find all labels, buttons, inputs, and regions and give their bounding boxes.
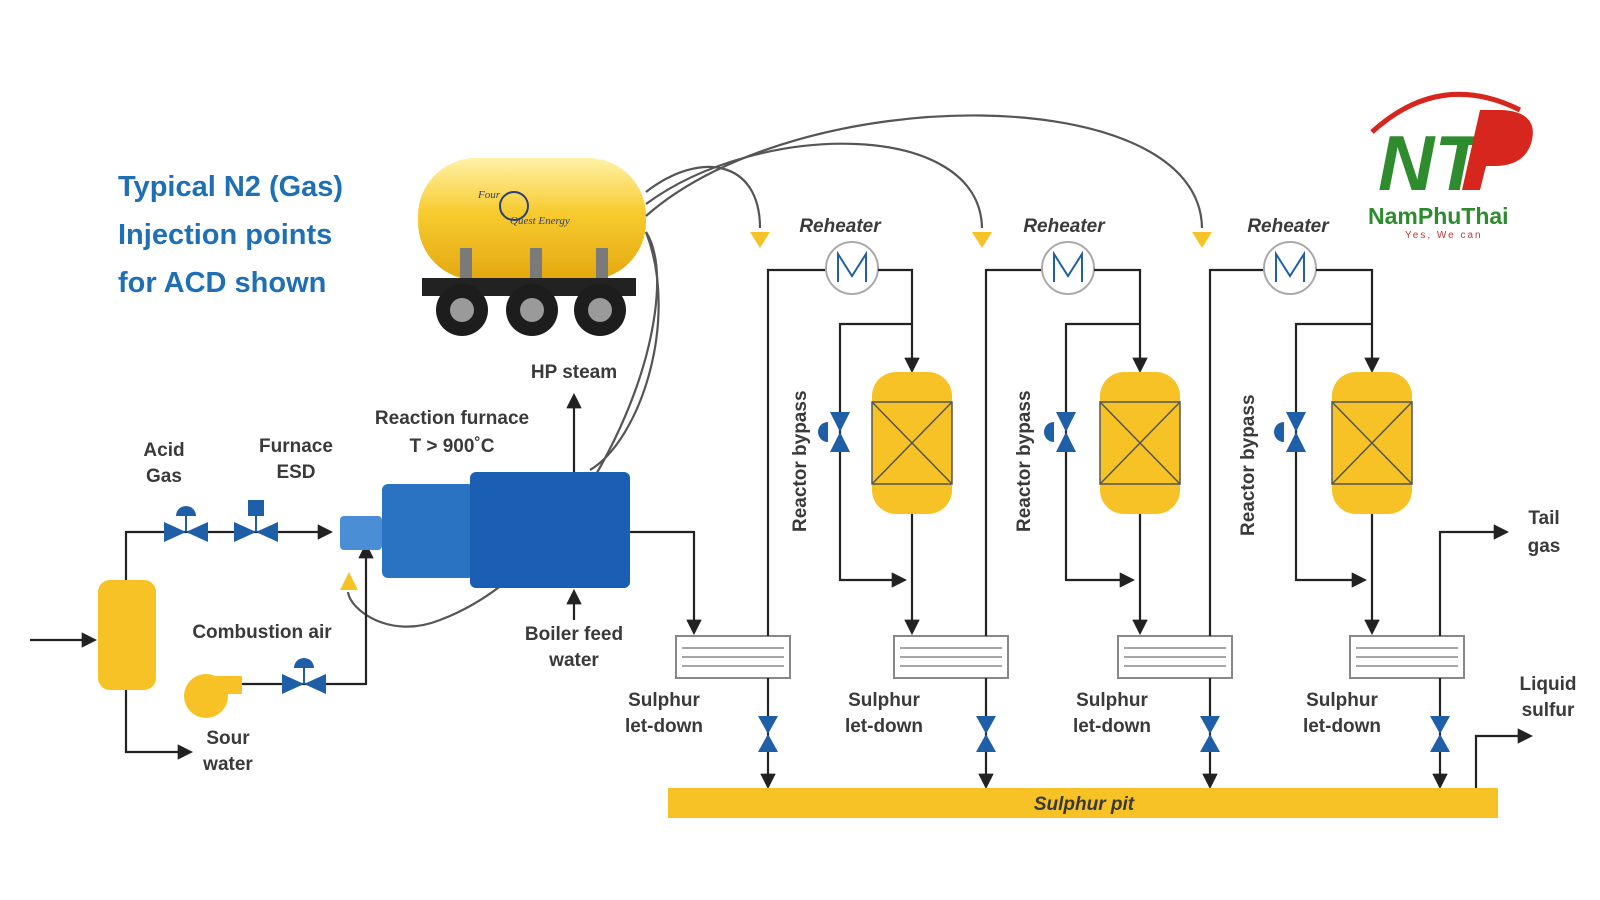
sulphur-pit (668, 788, 1498, 818)
liquid-sulfur-line (1474, 728, 1534, 788)
furnace-esd-valve (234, 500, 278, 542)
bypass-valve-2 (1044, 412, 1076, 452)
svg-text:let-down: let-down (1303, 716, 1381, 737)
svg-text:Reheater: Reheater (1247, 216, 1330, 237)
tank-logo-circle (499, 191, 529, 221)
svg-text:T > 900˚C: T > 900˚C (409, 436, 494, 457)
tank-logo-line-2: Quest Energy (510, 215, 570, 227)
combustion-air-valve (282, 658, 326, 694)
reaction-furnace (340, 392, 702, 636)
acid-gas-valve (164, 506, 208, 542)
claus-stage-3 (1208, 241, 1413, 636)
svg-text:Reheater: Reheater (799, 216, 882, 237)
svg-text:let-down: let-down (1073, 716, 1151, 737)
reheater-2 (1041, 241, 1095, 295)
condenser-3 (1117, 635, 1233, 679)
svg-text:water: water (202, 754, 253, 775)
svg-text:Sulphur: Sulphur (628, 690, 700, 711)
condenser-2 (893, 635, 1009, 679)
furnace-chamber (382, 484, 474, 578)
n2-injection-marker-2 (972, 232, 992, 248)
svg-text:Acid: Acid (143, 440, 184, 461)
svg-text:Reaction furnace: Reaction furnace (375, 408, 529, 429)
tank-logo-line-1: Four (477, 189, 501, 201)
title-line-3: for ACD shown (118, 267, 326, 299)
diagram-title: Typical N2 (Gas) Injection points for AC… (118, 171, 343, 299)
reheater-1 (825, 241, 879, 295)
logo-p-shape (1462, 110, 1533, 190)
combustion-air-blower (184, 542, 374, 718)
condenser-4 (1349, 635, 1465, 679)
left-labels: Acid Gas Furnace ESD Reaction furnace T … (143, 362, 623, 775)
tank-body (418, 158, 646, 280)
brand-name: NamPhuThai (1368, 203, 1509, 229)
svg-text:Liquid: Liquid (1520, 674, 1577, 695)
logo-swoosh (1370, 91, 1522, 134)
svg-text:let-down: let-down (845, 716, 923, 737)
letdown-valves (758, 678, 1450, 790)
n2-injection-marker-1 (750, 232, 770, 248)
n2-injection-marker-3 (1192, 232, 1212, 248)
svg-text:let-down: let-down (625, 716, 703, 737)
svg-text:Reactor bypass: Reactor bypass (1238, 394, 1259, 536)
claus-stage-1 (766, 241, 953, 636)
svg-text:Sulphur: Sulphur (1076, 690, 1148, 711)
brand-slogan: Yes, We can (1405, 230, 1483, 241)
svg-text:Furnace: Furnace (259, 436, 333, 457)
svg-text:Reactor bypass: Reactor bypass (790, 390, 811, 532)
bypass-valve-1 (818, 412, 850, 452)
n2-injection-marker-4 (340, 572, 358, 590)
svg-text:Tail: Tail (1528, 508, 1559, 529)
title-line-2: Injection points (118, 219, 332, 251)
claus-stage-2 (984, 241, 1181, 636)
svg-text:water: water (548, 650, 599, 671)
svg-text:Sour: Sour (206, 728, 250, 749)
svg-text:Boiler feed: Boiler feed (525, 624, 623, 645)
n2-tanker-truck: Four Quest Energy (418, 158, 646, 336)
svg-text:Gas: Gas (146, 466, 182, 487)
svg-text:Combustion air: Combustion air (192, 622, 332, 643)
stage-labels: Reheater Reheater Reheater Reactor bypas… (625, 216, 1577, 737)
brand-logo: NT NamPhuThai Yes, We can (1368, 91, 1533, 241)
svg-text:Reheater: Reheater (1023, 216, 1106, 237)
svg-text:ESD: ESD (276, 462, 315, 483)
tail-gas-line (1438, 524, 1510, 636)
sulphur-pit-label: Sulphur pit (1034, 794, 1135, 815)
svg-text:HP steam: HP steam (531, 362, 617, 383)
truck-wheels (436, 284, 626, 336)
condenser-1 (675, 635, 791, 679)
title-line-1: Typical N2 (Gas) (118, 171, 343, 203)
svg-text:Sulphur: Sulphur (1306, 690, 1378, 711)
svg-text:Sulphur: Sulphur (848, 690, 920, 711)
svg-text:gas: gas (1528, 536, 1561, 557)
reheater-3 (1263, 241, 1317, 295)
condensers (675, 635, 1465, 679)
bypass-valve-3 (1274, 412, 1306, 452)
burner (340, 516, 382, 550)
svg-text:sulfur: sulfur (1522, 700, 1575, 721)
svg-text:Reactor bypass: Reactor bypass (1014, 390, 1035, 532)
waste-heat-boiler (470, 472, 630, 588)
